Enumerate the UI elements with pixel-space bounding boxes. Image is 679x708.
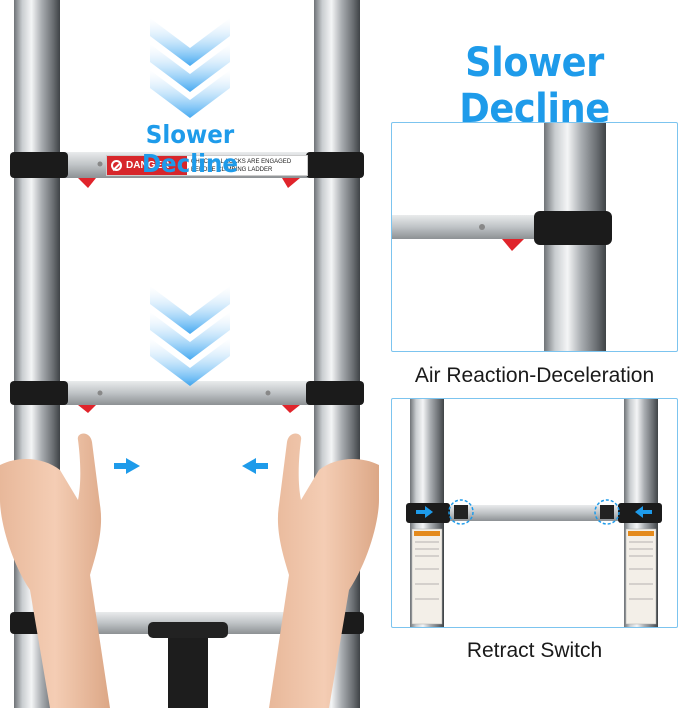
right-arrow-icon [416,506,433,518]
danger-label: DANGER CHECK ALL LOCKS ARE ENGAGED BEFOR… [106,155,308,176]
danger-prohibition-icon [111,160,122,172]
ladder-illustration [0,0,379,708]
down-chevron-icon [150,286,230,386]
right-hand [269,433,379,708]
left-arrow-icon [242,458,268,474]
panel-air-reaction [391,122,678,352]
panel-retract-switch [391,398,678,628]
danger-word: DANGER [126,160,170,171]
danger-line1: CHECK ALL LOCKS ARE ENGAGED [191,158,292,165]
panel-air-reaction-image [392,123,612,351]
right-arrow-icon [114,458,140,474]
left-hand [0,433,110,708]
rung-middle [10,381,364,413]
panel-retract-switch-image [406,399,662,627]
caption-retract-switch: Retract Switch [466,639,603,662]
overlay-title: Slower Decline [141,120,239,178]
danger-line2: BEFORE CLIMBING LADDER [191,166,273,173]
danger-badge: DANGER [107,156,187,175]
down-chevron-icon [150,18,230,118]
left-arrow-icon [635,506,652,518]
main-title: Slower Decline [459,40,610,132]
caption-air-reaction: Air Reaction-Deceleration [414,364,655,387]
